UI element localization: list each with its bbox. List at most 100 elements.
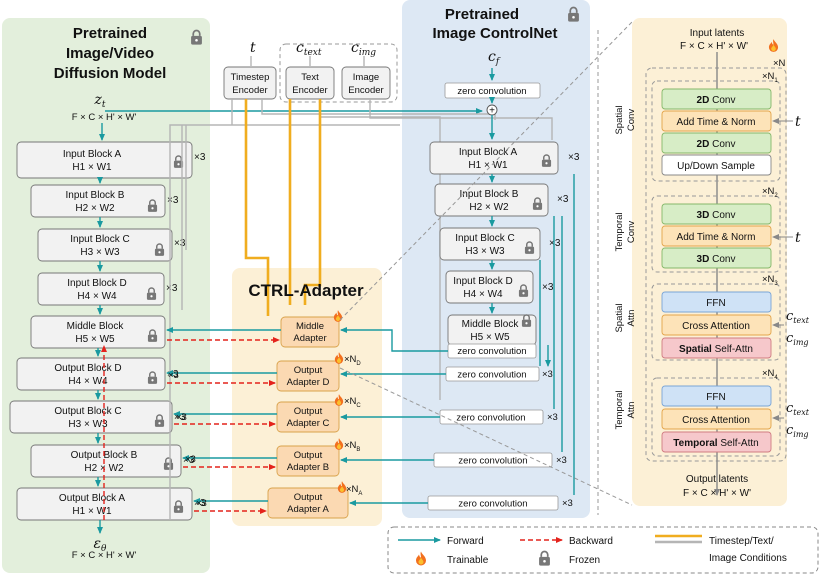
svg-text:Input Block A: Input Block A xyxy=(63,149,122,160)
side-label: Attn xyxy=(626,310,637,327)
diffusion-title-2: Image/Video xyxy=(66,45,154,62)
svg-text:3D Conv: 3D Conv xyxy=(697,254,736,265)
svg-text:Frozen: Frozen xyxy=(569,555,600,566)
zero-conv-row: zero convolution ×3 xyxy=(433,452,567,468)
svg-text:H2 × W2: H2 × W2 xyxy=(469,202,509,213)
detail-item: 2D Conv xyxy=(661,88,772,110)
detail-item: Cross Attention xyxy=(661,314,772,336)
left-block: Middle Block H5 × W5 xyxy=(30,315,166,349)
detail-item: Up/Down Sample xyxy=(661,154,772,176)
svg-text:Encoder: Encoder xyxy=(348,85,383,96)
detail-item: Spatial Self-Attn xyxy=(661,337,772,359)
diffusion-output-shape: F × C × H' × W' xyxy=(72,550,137,561)
svg-text:Input Block A: Input Block A xyxy=(459,147,518,158)
n-label: ×N2 xyxy=(762,186,778,199)
svg-text:Cross Attention: Cross Attention xyxy=(682,415,750,426)
zero-conv-row: zero convolution ×3 xyxy=(427,495,573,511)
legend-backward: Backward xyxy=(520,536,613,547)
svg-text:H4 × W4: H4 × W4 xyxy=(463,289,503,300)
svg-text:Cross Attention: Cross Attention xyxy=(682,321,750,332)
svg-text:Input Block B: Input Block B xyxy=(460,189,519,200)
svg-text:Middle Block: Middle Block xyxy=(67,321,125,332)
left-block: Input Block C H3 × W3 ×3 xyxy=(37,228,186,262)
side-label: Conv xyxy=(626,221,637,243)
detail-input-title: Input latents xyxy=(690,28,744,39)
svg-text:FFN: FFN xyxy=(706,392,725,403)
detail-t-2: t xyxy=(795,230,801,246)
svg-text:2D Conv: 2D Conv xyxy=(697,139,736,150)
adapter-block: Middle Adapter xyxy=(280,310,343,348)
svg-text:×3: ×3 xyxy=(557,194,569,205)
svg-text:Adapter A: Adapter A xyxy=(287,504,329,515)
legend-frozen: Frozen xyxy=(538,550,600,566)
svg-text:3D Conv: 3D Conv xyxy=(697,210,736,221)
legend-conditions: Timestep/Text/ Image Conditions xyxy=(655,534,787,564)
controlnet-block: Input Block C H3 × W3 ×3 xyxy=(439,227,561,261)
svg-text:×3: ×3 xyxy=(547,412,558,423)
svg-text:Add Time & Norm: Add Time & Norm xyxy=(677,232,756,243)
svg-text:Encoder: Encoder xyxy=(292,85,327,96)
legend-trainable: Trainable xyxy=(416,551,489,566)
ctrl-adapter-region xyxy=(232,268,382,526)
n-label: ×N4 xyxy=(762,368,778,381)
detail-ctext-2: ctext xyxy=(786,401,810,417)
controlnet-block: Input Block A H1 × W1 ×3 xyxy=(429,141,580,175)
detail-item: Add Time & Norm xyxy=(661,110,772,132)
svg-text:Middle: Middle xyxy=(296,321,324,332)
svg-text:H4 × W4: H4 × W4 xyxy=(77,291,117,302)
svg-text:Backward: Backward xyxy=(569,536,613,547)
detail-item: Temporal Self-Attn xyxy=(661,431,772,453)
svg-text:×NB: ×NB xyxy=(344,440,360,453)
adapter-block: Output Adapter A ×NA xyxy=(267,481,362,519)
legend-box xyxy=(387,526,819,574)
svg-text:Forward: Forward xyxy=(447,536,484,547)
n-label: ×N1 xyxy=(762,71,778,84)
legend-forward: Forward xyxy=(398,536,484,547)
adapter-block: Output Adapter D ×ND xyxy=(276,352,361,392)
mult-label: ×3 xyxy=(196,498,207,509)
svg-text:Output: Output xyxy=(294,492,323,503)
detail-input-shape: F × C × H' × W' xyxy=(680,41,748,52)
controlnet-title-2: Image ControlNet xyxy=(432,25,557,42)
zero-conv-row: zero convolution xyxy=(447,343,537,359)
detail-item: 2D Conv xyxy=(661,132,772,154)
diffusion-input-shape: F × C × H' × W' xyxy=(72,112,137,123)
svg-text:×NA: ×NA xyxy=(346,484,362,497)
ctrl-adapter-title: CTRL-Adapter xyxy=(248,281,364,300)
svg-text:Output: Output xyxy=(294,365,323,376)
svg-text:Text: Text xyxy=(301,72,319,83)
timestep-encoder: Timestep Encoder xyxy=(223,66,277,100)
detail-item: FFN xyxy=(661,291,772,313)
left-block: Output Block C H3 × W3 ×3 xyxy=(9,400,186,434)
mult-label: ×3 xyxy=(176,412,187,423)
svg-text:H1 × W1: H1 × W1 xyxy=(468,160,508,171)
detail-item: FFN xyxy=(661,385,772,407)
svg-text:×3: ×3 xyxy=(194,152,206,163)
svg-text:zero convolution: zero convolution xyxy=(457,86,526,97)
svg-text:FFN: FFN xyxy=(706,298,725,309)
svg-text:×3: ×3 xyxy=(556,455,567,466)
svg-text:Image Conditions: Image Conditions xyxy=(709,553,787,564)
svg-text:Adapter C: Adapter C xyxy=(287,418,330,429)
adapter-block: Output Adapter B ×NB xyxy=(276,438,360,477)
encoder-cimg-label: cimg xyxy=(351,40,376,58)
svg-text:Adapter D: Adapter D xyxy=(287,377,330,388)
controlnet-title-1: Pretrained xyxy=(445,6,519,23)
side-label: Spatial xyxy=(614,105,625,134)
svg-text:×3: ×3 xyxy=(174,238,186,249)
svg-text:×NC: ×NC xyxy=(344,396,361,409)
svg-text:Up/Down Sample: Up/Down Sample xyxy=(677,161,755,172)
plus-sign: + xyxy=(489,106,495,117)
svg-text:zero convolution: zero convolution xyxy=(458,456,527,467)
left-block: Output Block A H1 × W1 ×3 xyxy=(16,487,206,521)
svg-text:×3: ×3 xyxy=(542,282,554,293)
svg-text:×3: ×3 xyxy=(166,283,178,294)
diffusion-input-var: zt xyxy=(93,92,105,110)
detail-output-title: Output latents xyxy=(686,474,748,485)
svg-text:Spatial Self-Attn: Spatial Self-Attn xyxy=(679,344,753,355)
svg-text:×3: ×3 xyxy=(568,152,580,163)
svg-text:Timestep/Text/: Timestep/Text/ xyxy=(709,536,774,547)
diffusion-title-3: Diffusion Model xyxy=(54,65,167,82)
svg-text:Output Block A: Output Block A xyxy=(59,493,125,504)
